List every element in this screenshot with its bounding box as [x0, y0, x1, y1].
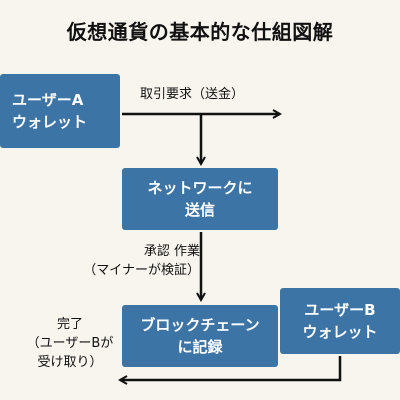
wallet-b-label: ユーザーB: [304, 300, 376, 319]
approval-edge-label: 承認 作業 （マイナーが検証）: [62, 243, 200, 281]
network-label: ネットワークに: [147, 178, 253, 197]
complete-arrow: [120, 356, 342, 380]
blockchain-node: ブロックチェーン に記録: [122, 305, 278, 367]
complete-label-line1: 完了: [56, 317, 83, 332]
blockchain-label: ブロックチェーン: [140, 315, 260, 334]
blockchain-sublabel: に記録: [177, 338, 223, 356]
complete-label-line2: （ユーザーBが: [26, 335, 114, 351]
approval-label-line2: （マイナーが検証）: [83, 262, 200, 278]
complete-label-line3: 受け取り）: [37, 354, 103, 370]
approval-label-line1: 承認 作業: [143, 244, 200, 259]
wallet-a-sublabel: ウォレット: [12, 113, 88, 131]
complete-edge-label: 完了 （ユーザーBが 受け取り）: [16, 316, 124, 373]
wallet-b-node: ユーザーB ウォレット: [280, 288, 400, 354]
diagram-title: 仮想通貨の基本的な仕組図解: [66, 20, 334, 44]
wallet-a-label: ユーザーA: [12, 90, 84, 109]
network-sublabel: 送信: [184, 201, 215, 219]
network-node: ネットワークに 送信: [122, 168, 278, 230]
wallet-a-node: ユーザーA ウォレット: [0, 74, 120, 148]
request-edge-label: 取引要求（送金）: [140, 87, 245, 102]
wallet-b-sublabel: ウォレット: [302, 323, 378, 341]
